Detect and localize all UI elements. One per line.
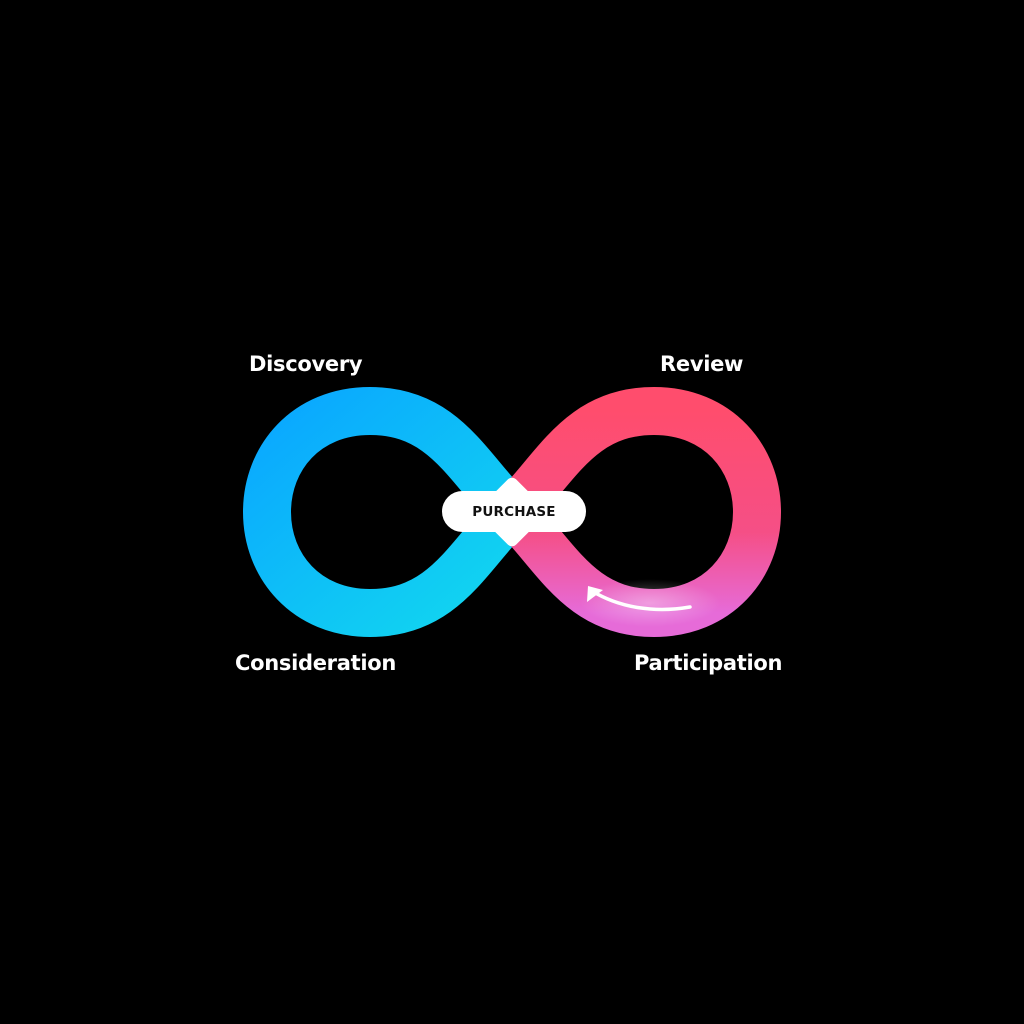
stage-label-discovery: Discovery xyxy=(249,352,363,376)
arrow-glow xyxy=(580,579,720,627)
purchase-label: PURCHASE xyxy=(472,503,556,520)
curved-arrow-left-icon xyxy=(587,586,692,612)
purchase-node: PURCHASE xyxy=(442,491,586,532)
stage-label-consideration: Consideration xyxy=(235,651,397,675)
stage-label-review: Review xyxy=(660,352,744,376)
stage-label-participation: Participation xyxy=(634,651,783,675)
left-loop xyxy=(242,386,530,638)
